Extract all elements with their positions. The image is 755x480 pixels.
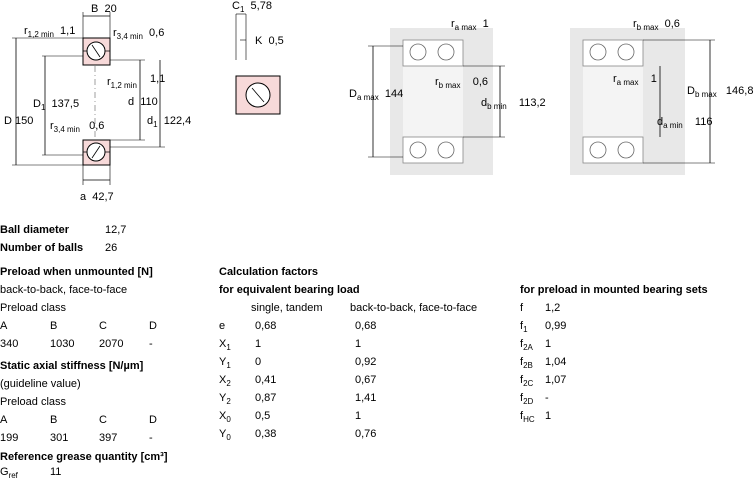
calc-b2b-e: 0,68: [355, 320, 377, 332]
ball-diameter-value: 12,7: [105, 224, 127, 236]
mount1-db: db min 113,2: [481, 97, 546, 111]
stiffness-class-D: D: [149, 414, 157, 426]
technical-drawings: [12, 12, 715, 185]
calc-sym-X2: X2: [219, 374, 231, 388]
pm-sym-f2C: f2C: [520, 374, 534, 388]
preload-value-A: 340: [0, 338, 19, 350]
calc-b2b-X0: 1: [355, 410, 362, 422]
dim-r34: r3,4 min 0,6: [113, 27, 165, 41]
stiffness-value-C: 397: [99, 432, 118, 444]
calc-b2b-X1: 1: [355, 338, 362, 350]
section-detail: [235, 13, 281, 115]
dim-d: d 110: [128, 96, 158, 108]
stiffness-value-B: 301: [50, 432, 69, 444]
stiffness-heading: Static axial stiffness [N/µm]: [0, 360, 144, 372]
pm-sym-f: f: [520, 302, 524, 314]
pm-val-f: 1,2: [545, 302, 561, 314]
stiffness-value-A: 199: [0, 432, 19, 444]
calc-single-X0: 0,5: [255, 410, 271, 422]
mounting-drawing-1: [368, 28, 505, 175]
calc-col-single: single, tandem: [251, 302, 323, 314]
preload-value-B: 1030: [50, 338, 75, 350]
preload-heading: Preload when unmounted [N]: [0, 266, 153, 278]
mount2-ra: ra max 1: [613, 73, 657, 87]
dim-B: B 20: [91, 3, 117, 15]
calc-single-Y0: 0,38: [255, 428, 277, 440]
dim-d1: d1 122,4: [147, 115, 192, 129]
calc-single-Y1: 0: [255, 356, 262, 368]
preload-class-label: Preload class: [0, 302, 67, 314]
calc-sym-X0: X0: [219, 410, 231, 424]
preload-class-A: A: [0, 320, 8, 332]
ball-diameter-label: Ball diameter: [0, 224, 70, 236]
preload-value-D: -: [149, 338, 153, 350]
calc-equiv-heading: for equivalent bearing load: [219, 284, 360, 296]
dim-r12: r1,2 min 1,1: [24, 25, 76, 39]
calc-b2b-Y1: 0,92: [355, 356, 377, 368]
calc-b2b-Y0: 0,76: [355, 428, 377, 440]
calc-sym-Y1: Y1: [219, 356, 231, 370]
pm-sym-f2B: f2B: [520, 356, 533, 370]
calc-single-X1: 1: [255, 338, 262, 350]
preload-arrangement: back-to-back, face-to-face: [0, 284, 128, 296]
grease-heading: Reference grease quantity [cm³]: [0, 451, 168, 463]
pm-val-f2C: 1,07: [545, 374, 567, 386]
calc-b2b-Y2: 1,41: [355, 392, 377, 404]
pm-val-f1: 0,99: [545, 320, 567, 332]
preload-class-D: D: [149, 320, 157, 332]
pm-sym-f2A: f2A: [520, 338, 533, 352]
grease-symbol: Gref: [0, 466, 18, 480]
calc-single-Y2: 0,87: [255, 392, 277, 404]
pm-val-f2A: 1: [545, 338, 552, 350]
preload-class-C: C: [99, 320, 107, 332]
stiffness-value-D: -: [149, 432, 153, 444]
bearing-cross-section: [12, 12, 165, 185]
calc-sym-X1: X1: [219, 338, 231, 352]
mount1-Da: Da max 144: [349, 88, 404, 102]
grease-value: 11: [50, 466, 62, 478]
calc-sym-e: e: [219, 320, 226, 332]
pm-sym-f2D: f2D: [520, 392, 534, 406]
dim-C1: C1 5,78: [232, 0, 272, 14]
dim-r12-inner-value: 1,1: [150, 73, 166, 85]
stiffness-class-B: B: [50, 414, 58, 426]
stiffness-class-A: A: [0, 414, 8, 426]
mounting-drawing-2: [570, 28, 715, 175]
stiffness-class-label: Preload class: [0, 396, 67, 408]
number-of-balls-label: Number of balls: [0, 242, 84, 254]
mount1-ra: ra max 1: [451, 18, 489, 32]
number-of-balls-value: 26: [105, 242, 118, 254]
calc-single-X2: 0,41: [255, 374, 277, 386]
dim-r12-inner: r1,2 min: [107, 76, 137, 90]
pm-val-f2B: 1,04: [545, 356, 567, 368]
pm-sym-f1: f1: [520, 320, 528, 334]
stiffness-note: (guideline value): [0, 378, 81, 390]
calc-b2b-X2: 0,67: [355, 374, 377, 386]
preload-value-C: 2070: [99, 338, 124, 350]
dim-K: K 0,5: [255, 35, 284, 47]
mount2-da: da min 116: [657, 116, 713, 130]
dim-D: D 150: [4, 115, 34, 127]
stiffness-class-C: C: [99, 414, 107, 426]
pm-val-f2D: -: [545, 392, 549, 404]
calc-col-b2b: back-to-back, face-to-face: [350, 302, 478, 314]
dim-a: a 42,7: [80, 191, 114, 203]
dim-D1: D1 137,5: [33, 98, 80, 112]
mount1-rb: rb max 0,6: [435, 76, 488, 90]
pm-sym-fHC: fHC: [520, 410, 535, 424]
mount2-Db: Db max 146,8: [687, 85, 754, 99]
pm-val-fHC: 1: [545, 410, 552, 422]
preload-mounted-heading: for preload in mounted bearing sets: [520, 284, 708, 296]
calc-sym-Y2: Y2: [219, 392, 231, 406]
calc-single-e: 0,68: [255, 320, 277, 332]
calc-sym-Y0: Y0: [219, 428, 231, 442]
dim-r34-inner: r3,4 min 0,6: [50, 120, 105, 134]
calc-heading: Calculation factors: [219, 266, 319, 278]
mount2-rb: rb max 0,6: [633, 18, 680, 32]
preload-class-B: B: [50, 320, 58, 332]
